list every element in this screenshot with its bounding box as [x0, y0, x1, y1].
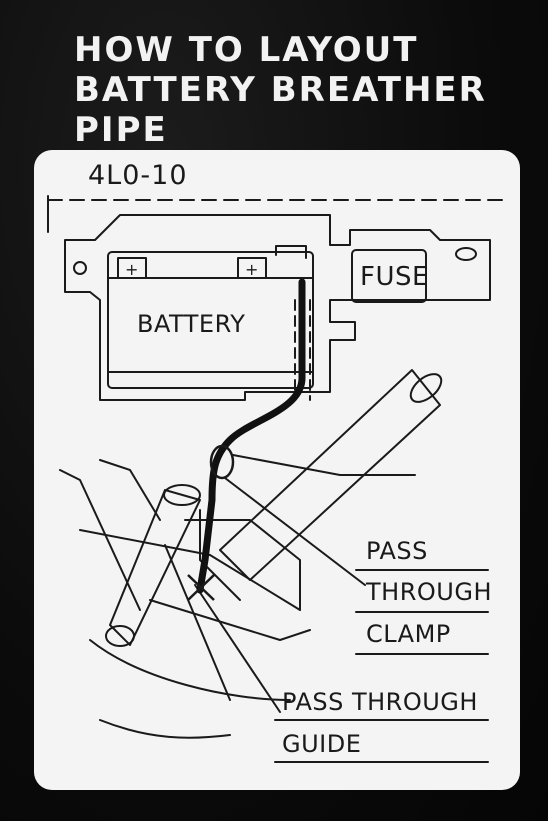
title-line-2: BATTERY BREATHER [74, 70, 487, 110]
diagram-panel [34, 150, 520, 790]
pipe-clamp [209, 444, 235, 480]
fuse-box [351, 249, 427, 303]
terminal-right-label: + [245, 260, 258, 279]
fuse-label: FUSE [360, 262, 429, 292]
terminal-box-left [117, 257, 147, 279]
battery-box [107, 251, 314, 389]
battery-label: BATTERY [137, 310, 246, 338]
clamp-label-line-1: PASS [366, 537, 428, 565]
title-line-3: PIPE [74, 110, 168, 150]
sign-title: HOW TO LAYOUT BATTERY BREATHER PIPE [74, 30, 514, 150]
model-code: 4L0-10 [88, 160, 188, 191]
guide-leader [194, 584, 281, 713]
title-line-1: HOW TO LAYOUT [74, 30, 419, 70]
clamp-leader [224, 477, 366, 586]
guide-label-line-2: GUIDE [282, 730, 362, 758]
breather-pipe [196, 278, 306, 594]
clamp-label-line-3: CLAMP [366, 620, 451, 648]
frame-tube-left [109, 489, 201, 646]
terminal-box-right [237, 257, 267, 279]
clamp-label-line-2: THROUGH [366, 578, 492, 606]
frame-bracket [64, 214, 491, 401]
pipe-guide [187, 574, 215, 601]
terminal-left-label: + [125, 260, 138, 279]
guide-label-line-1: PASS THROUGH [282, 688, 478, 716]
